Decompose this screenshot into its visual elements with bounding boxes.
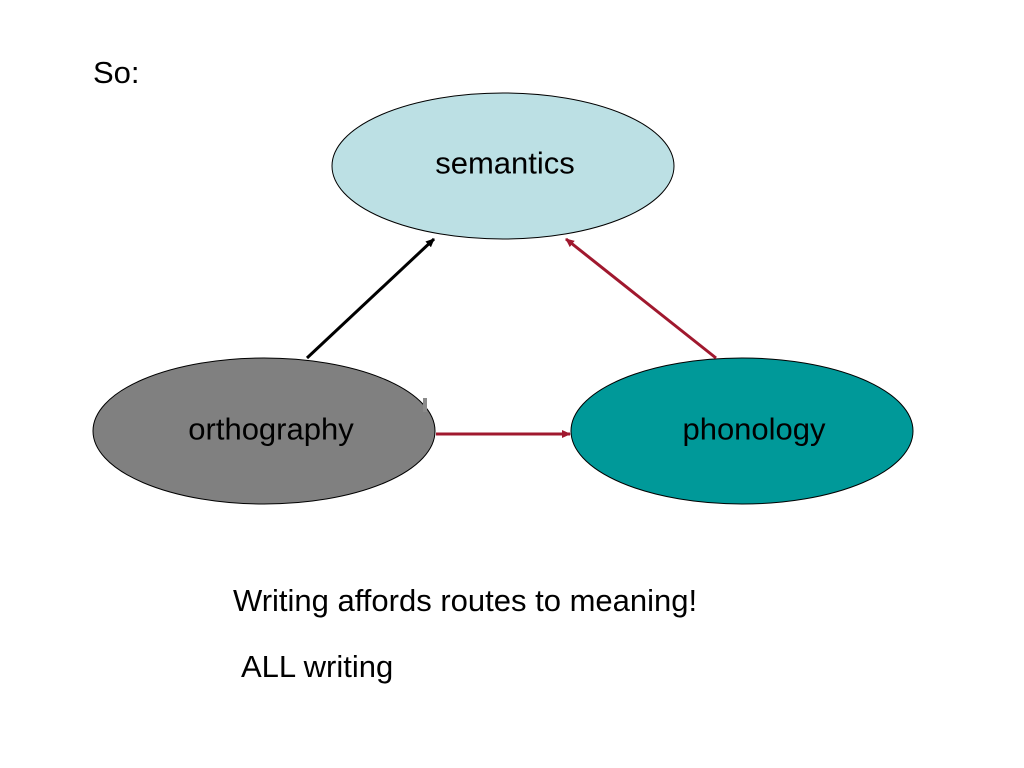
intro-text: So: [93,55,140,90]
orthography-node [92,357,436,505]
arrow-orthography-to-semantics [305,237,436,360]
arrow-phonology-to-semantics [565,237,717,360]
phonology-node [570,357,914,505]
caption-secondary: ALL writing [241,649,394,684]
edge-artifact [423,398,427,412]
phonology-label: phonology [682,411,826,447]
caption-primary: Writing affords routes to meaning! [233,583,698,618]
semantics-node [331,92,675,240]
semantics-label: semantics [435,145,575,181]
orthography-label: orthography [188,411,354,447]
